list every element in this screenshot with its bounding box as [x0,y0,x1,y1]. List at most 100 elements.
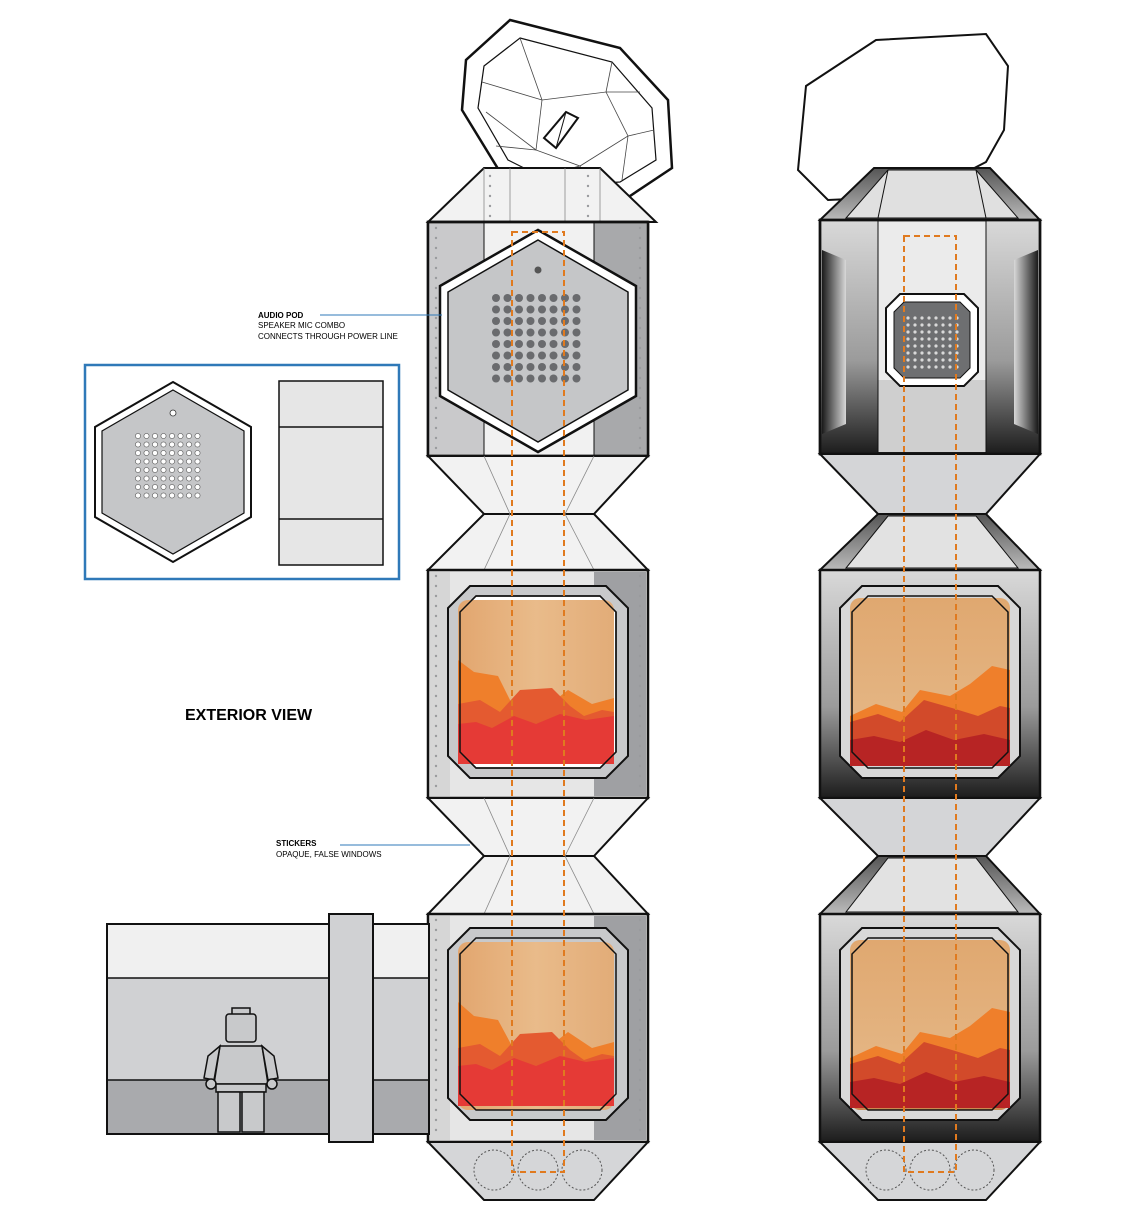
rivet-dot [434,938,438,942]
rivet-dot [638,256,642,260]
rivet-dot [638,998,642,1002]
grille-hole [492,294,500,302]
grille-hole [135,441,141,448]
grille-hole [515,374,523,383]
rivet-dot [638,764,642,768]
callout-stickers: STICKERS OPAQUE, FALSE WINDOWS [276,839,470,859]
rivet-dot [434,1048,438,1052]
window-sticker [458,595,617,769]
rivet-dot [434,1028,438,1032]
rivet-dot [638,416,642,420]
grille-hole [143,433,150,439]
rivet-dot [434,416,438,420]
grille-hole [526,351,535,360]
grille-hole [135,475,141,482]
grille-hole [177,433,184,439]
grille-hole [941,351,945,355]
rivet-dot [434,366,438,370]
rivet-dot [638,614,642,618]
grille-hole [538,305,546,314]
minifigure-icon [203,1007,279,1133]
grille-hole [143,450,150,456]
rivet-dot [434,256,438,260]
speaker-grille-icon [492,294,581,383]
grille-hole [572,340,581,348]
rivet-dot [638,594,642,598]
rivet-dot [638,266,642,270]
grille-hole [572,305,581,314]
grille-hole [934,365,938,369]
grille-hole [948,323,952,327]
audio-pod-top-cap [425,167,659,223]
rivet-dot [434,336,438,340]
grille-hole [920,316,924,320]
rivet-dot [434,624,438,628]
grille-hole [941,337,945,341]
grille-hole [913,330,917,334]
rivet-dot [638,774,642,778]
grille-hole [143,467,150,473]
rivet-dot [434,226,438,230]
grille-hole [186,492,192,499]
grille-hole [169,441,175,448]
rivet-dot [638,1128,642,1132]
grille-hole [572,294,581,302]
grille-hole [492,363,500,371]
grille-hole [948,351,952,355]
grille-hole [538,351,546,360]
grille-hole [503,294,512,302]
grille-hole [492,305,500,314]
grille-hole [955,351,959,355]
grille-hole [906,330,910,334]
rivet-dot [488,174,492,178]
grille-hole [948,337,952,341]
grille-hole [927,323,931,327]
grille-hole [177,492,184,499]
grille-hole [920,323,924,327]
grille-hole [160,467,167,473]
grille-hole [143,441,150,448]
rivet-dot [638,654,642,658]
rivet-dot [434,594,438,598]
grille-hole [492,374,500,383]
grille-hole [549,328,558,337]
grille-hole [906,344,910,348]
grille-hole [948,365,952,369]
rivet-dot [638,1108,642,1112]
rivet-dot [638,336,642,340]
rivet-dot [586,214,590,218]
rivet-dot [434,1078,438,1082]
grille-hole [177,441,184,448]
rivet-dot [638,1038,642,1042]
grille-hole [194,458,201,465]
grille-hole [913,358,917,362]
grille-hole [186,433,192,439]
rivet-dot [488,214,492,218]
rivet-dot [434,286,438,290]
grille-hole [549,305,558,314]
grille-hole [515,340,523,348]
grille-hole [194,467,201,473]
rivet-dot [638,296,642,300]
grille-hole [143,475,150,482]
grille-hole [526,363,535,371]
grille-hole [538,294,546,302]
rivet-dot [434,574,438,578]
rivet-dot [434,978,438,982]
rivet-dot [434,614,438,618]
rivet-dot [434,1068,438,1072]
grille-hole [515,363,523,371]
grille-hole [152,484,158,490]
grille-hole [927,337,931,341]
grille-hole [194,492,201,499]
rivet-dot [638,436,642,440]
rivet-dot [638,988,642,992]
grille-hole [143,458,150,465]
grille-hole [934,337,938,341]
grille-hole [526,317,535,325]
grille-hole [135,458,141,465]
rivet-dot [638,978,642,982]
rivet-dot [434,644,438,648]
grille-hole [934,323,938,327]
